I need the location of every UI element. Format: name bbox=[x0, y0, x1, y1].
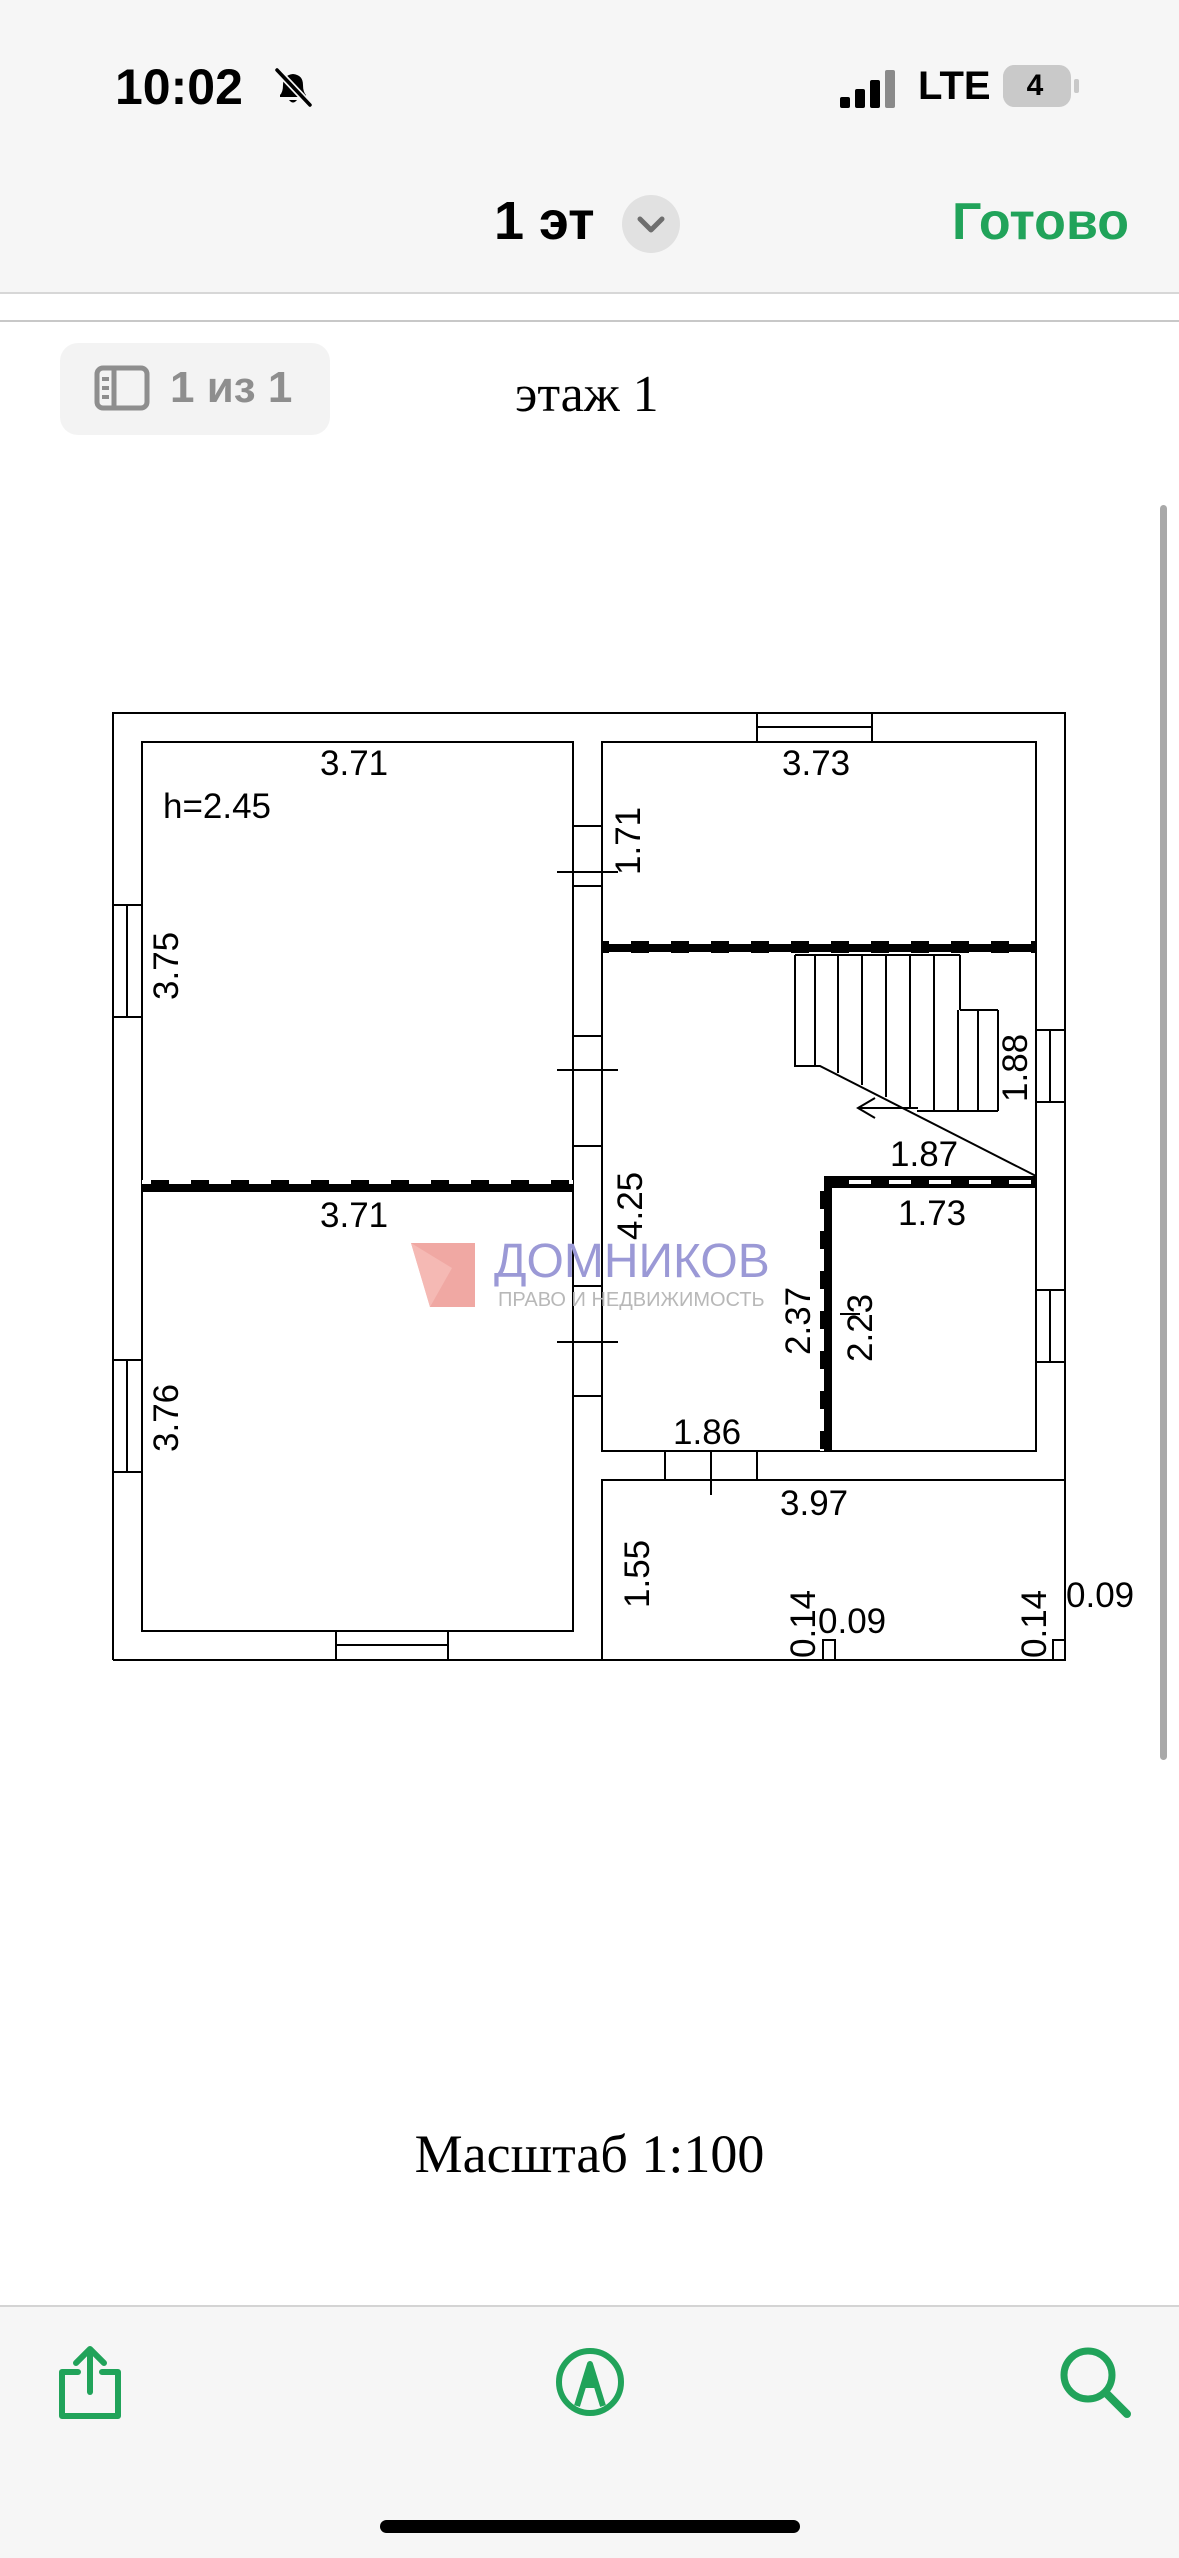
done-button[interactable]: Готово bbox=[952, 193, 1129, 251]
sidebar-icon bbox=[94, 365, 150, 411]
dimension-label: 3.76 bbox=[147, 1384, 186, 1452]
scale-caption: Масштаб 1:100 bbox=[414, 2124, 765, 2184]
title-menu-button[interactable] bbox=[622, 195, 680, 253]
dimension-label: 0.14 bbox=[1015, 1590, 1054, 1658]
watermark: ДОМНИКОВ ПРАВО И НЕДВИЖИМОСТЬ bbox=[411, 1235, 770, 1311]
battery-level: 4 bbox=[1026, 69, 1044, 102]
page-indicator[interactable]: 1 из 1 bbox=[60, 343, 330, 435]
dimension-label: 4.25 bbox=[611, 1172, 650, 1240]
dimension-label: 3.71 bbox=[320, 1196, 388, 1235]
divider bbox=[0, 320, 1179, 322]
dimension-label: 0.09 bbox=[1066, 1576, 1134, 1615]
status-bar: 10:02 LTE 4 bbox=[0, 0, 1179, 150]
bottom-toolbar bbox=[0, 2305, 1179, 2558]
partitions bbox=[142, 941, 1036, 1451]
dimension-label: 3.71 bbox=[320, 744, 388, 783]
dimension-label: 3.75 bbox=[147, 932, 186, 1000]
page-count: 1 из 1 bbox=[170, 363, 293, 412]
dimension-label: 3.73 bbox=[782, 744, 850, 783]
bell-slash-icon bbox=[274, 67, 313, 108]
watermark-subtitle: ПРАВО И НЕДВИЖИМОСТЬ bbox=[498, 1289, 765, 1311]
dimension-label: 0.14 bbox=[784, 1590, 823, 1658]
signal-icon bbox=[840, 70, 895, 108]
dimension-label: 1.71 bbox=[609, 807, 648, 875]
status-time: 10:02 bbox=[115, 59, 243, 115]
dimension-label: 1.87 bbox=[890, 1135, 958, 1174]
dimension-label: 2.37 bbox=[779, 1287, 818, 1355]
home-indicator[interactable] bbox=[380, 2520, 800, 2533]
chevron-down-icon bbox=[637, 216, 665, 233]
dimension-label: 0.09 bbox=[818, 1602, 886, 1641]
dimension-label: 1.73 bbox=[898, 1194, 966, 1233]
search-icon[interactable] bbox=[1055, 2342, 1135, 2422]
height-note: h=2.45 bbox=[163, 787, 271, 826]
document-heading: этаж 1 bbox=[515, 366, 659, 423]
battery-indicator: 4 bbox=[1003, 65, 1081, 107]
watermark-title: ДОМНИКОВ bbox=[494, 1235, 770, 1288]
staircase bbox=[794, 954, 1037, 1177]
walls bbox=[112, 712, 1066, 1661]
scroll-indicator[interactable] bbox=[1160, 505, 1167, 1760]
network-label: LTE bbox=[918, 64, 991, 108]
dimension-label: 1.55 bbox=[618, 1540, 657, 1608]
dimension-label: 2.23 bbox=[841, 1294, 880, 1362]
page-title[interactable]: 1 эт bbox=[494, 191, 595, 251]
dimension-label: 3.97 bbox=[780, 1484, 848, 1523]
dimension-label: 1.88 bbox=[996, 1034, 1035, 1102]
share-icon[interactable] bbox=[50, 2342, 130, 2422]
nav-bar: 1 эт Готово bbox=[0, 150, 1179, 294]
dimension-labels: 3.71 3.73 h=2.45 1.71 3.75 1.88 1.87 1.7… bbox=[147, 744, 1134, 1658]
dimension-label: 1.86 bbox=[673, 1413, 741, 1452]
battery-icon bbox=[1003, 65, 1079, 107]
markup-icon[interactable] bbox=[550, 2342, 630, 2422]
